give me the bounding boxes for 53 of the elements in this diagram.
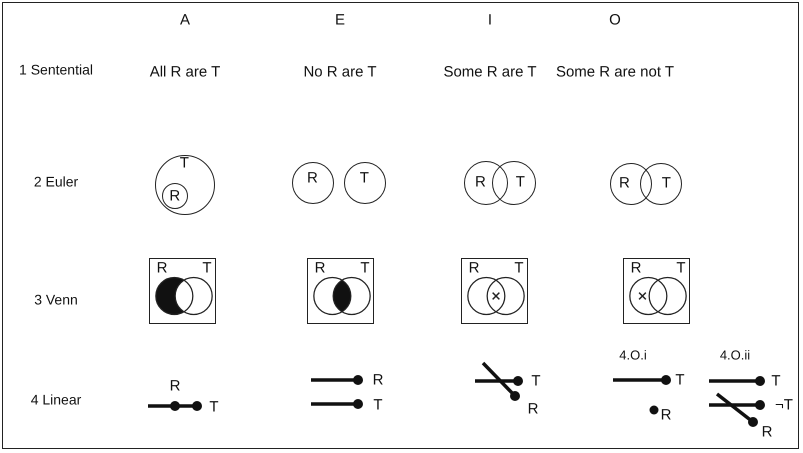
statement-text: No R are T — [303, 64, 377, 80]
term-label: R — [762, 424, 772, 440]
set-label: R — [156, 260, 168, 276]
euler-circle — [292, 162, 334, 204]
venn-box — [623, 258, 690, 324]
set-label: R — [618, 176, 630, 191]
diagram-label: 4.O.ii — [720, 346, 750, 364]
statement-text: Some R are T — [443, 64, 537, 80]
row-heading: 1 Sentential — [18, 62, 94, 78]
term-label: R — [660, 406, 672, 424]
row-heading: 4 Linear — [30, 392, 82, 408]
set-label: T — [202, 260, 212, 276]
term-label: T — [771, 372, 781, 390]
set-label: T — [514, 260, 524, 276]
term-label: ¬T — [775, 396, 793, 414]
term-label: R — [170, 378, 180, 394]
set-label: R — [630, 260, 642, 276]
euler-circle — [464, 161, 508, 205]
statement-text: All R are T — [150, 64, 220, 80]
set-label: T — [676, 260, 686, 276]
column-heading: O — [609, 12, 621, 28]
euler-circle — [162, 183, 188, 210]
row-heading: 2 Euler — [32, 174, 80, 190]
column-heading: A — [180, 12, 190, 28]
euler-circle — [492, 161, 536, 205]
set-label: T — [360, 170, 369, 186]
set-label: T — [180, 156, 189, 171]
column-heading: E — [335, 12, 345, 28]
column-heading: I — [488, 12, 492, 28]
set-label: R — [468, 260, 480, 276]
diagram-label: 4.O.i — [619, 346, 647, 364]
euler-circle — [640, 163, 682, 205]
set-label: T — [662, 176, 671, 191]
euler-circle — [155, 155, 215, 215]
term-label: T — [675, 372, 685, 388]
set-label: T — [516, 174, 525, 190]
term-label: R — [528, 400, 538, 418]
set-label: R — [314, 260, 326, 276]
set-label: R — [474, 174, 486, 190]
term-label: T — [373, 396, 383, 414]
euler-circle — [610, 163, 652, 205]
term-label: T — [531, 372, 541, 390]
row-heading: 3 Venn — [33, 292, 79, 308]
term-label: T — [209, 398, 219, 416]
statement-text: Some R are not T — [556, 64, 674, 80]
euler-circle — [344, 162, 386, 204]
venn-box — [307, 258, 374, 324]
set-label: T — [360, 260, 370, 276]
term-label: R — [372, 372, 384, 388]
venn-box — [461, 258, 528, 324]
set-label: R — [169, 188, 180, 204]
venn-box — [149, 258, 216, 324]
set-label: R — [306, 170, 318, 186]
